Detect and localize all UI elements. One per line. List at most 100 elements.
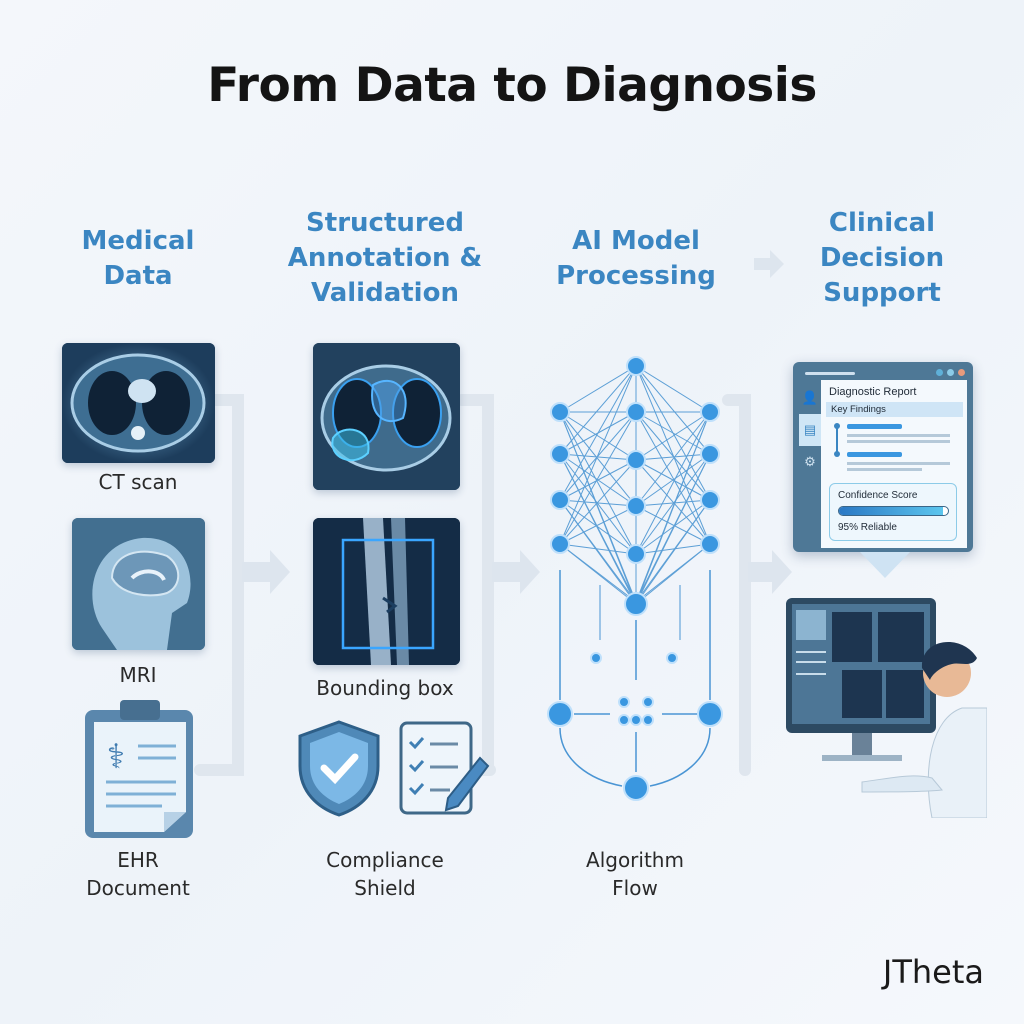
network-edge xyxy=(559,453,637,461)
network-edge xyxy=(635,411,711,507)
confidence-bar-fill xyxy=(839,507,943,515)
header-clinical: Clinical Decision Support xyxy=(782,206,982,311)
network-edge xyxy=(559,499,637,555)
header-line: Processing xyxy=(556,261,716,291)
network-edge xyxy=(559,505,637,545)
callout-pointer xyxy=(860,552,910,578)
network-edge xyxy=(635,453,711,605)
network-edge xyxy=(559,499,637,605)
header-line: Data xyxy=(103,261,173,291)
window-controls xyxy=(936,369,965,376)
network-edge xyxy=(559,365,637,545)
arrow-right-icon xyxy=(754,250,784,278)
label-line: Document xyxy=(86,876,190,900)
algorithm-label: Algorithm Flow xyxy=(540,846,730,902)
network-node xyxy=(547,701,573,727)
mri-label: MRI xyxy=(119,663,157,687)
network-edge xyxy=(559,411,637,461)
network-node xyxy=(700,490,720,510)
ehr-label: EHR Document xyxy=(48,846,228,902)
gear-icon[interactable]: ⚙ xyxy=(804,454,816,469)
confidence-text: 95% Reliable xyxy=(838,522,897,533)
report-title: Diagnostic Report xyxy=(829,386,917,398)
key-findings-section[interactable]: Key Findings xyxy=(826,402,963,417)
bounding-box-image xyxy=(313,518,460,665)
network-edge xyxy=(635,499,711,605)
network-edge xyxy=(635,365,711,545)
network-edge xyxy=(559,543,637,555)
network-node xyxy=(623,775,649,801)
confidence-label: Confidence Score xyxy=(838,490,918,501)
network-edge xyxy=(559,411,637,605)
confidence-card: Confidence Score 95% Reliable xyxy=(829,483,957,541)
svg-text:⚕: ⚕ xyxy=(107,738,125,776)
report-body: Diagnostic Report Key Findings Confidenc… xyxy=(821,380,967,548)
neural-network-diagram xyxy=(547,356,723,801)
label-line: EHR xyxy=(117,848,159,872)
network-edge xyxy=(559,411,637,501)
compliance-label: Compliance Shield xyxy=(290,846,480,902)
network-edge xyxy=(635,411,711,501)
window-dot[interactable] xyxy=(947,369,954,376)
network-node xyxy=(626,544,646,564)
label-line: Compliance xyxy=(326,848,444,872)
window-close[interactable] xyxy=(958,369,965,376)
network-edge xyxy=(559,411,637,507)
network-edge xyxy=(559,459,637,501)
network-edge xyxy=(635,453,711,507)
network-node xyxy=(618,696,630,708)
network-edge xyxy=(559,411,637,555)
header-line: Structured xyxy=(306,208,464,238)
network-edge xyxy=(635,453,711,555)
arrow-right-icon xyxy=(748,550,792,594)
header-line: Decision xyxy=(819,243,945,273)
network-node xyxy=(590,652,602,664)
label-line: Flow xyxy=(612,876,658,900)
network-edge xyxy=(635,543,711,555)
network-edge xyxy=(635,411,711,461)
page-title: From Data to Diagnosis xyxy=(207,58,817,113)
user-icon[interactable]: 👤 xyxy=(801,390,819,405)
network-edge xyxy=(559,459,637,545)
annotated-ct-image xyxy=(313,343,460,490)
arrow-right-icon xyxy=(492,550,540,594)
network-edge xyxy=(559,365,637,413)
label-line: Algorithm xyxy=(586,848,684,872)
network-node xyxy=(618,714,630,726)
window-titlebar xyxy=(805,372,855,375)
sidebar: 👤 ▤ ⚙ xyxy=(799,382,821,547)
header-line: Clinical xyxy=(828,208,936,238)
network-edge xyxy=(635,411,711,555)
header-line: AI Model xyxy=(572,226,700,256)
network-node xyxy=(626,402,646,422)
report-icon[interactable]: ▤ xyxy=(799,414,821,446)
network-node xyxy=(700,444,720,464)
network-node xyxy=(626,496,646,516)
network-edge xyxy=(635,411,711,605)
network-node xyxy=(630,714,642,726)
network-edge xyxy=(559,499,637,507)
network-edge xyxy=(635,365,711,413)
doctor-workstation-illustration xyxy=(786,598,987,818)
network-node xyxy=(697,701,723,727)
arrow-right-icon xyxy=(242,550,290,594)
network-node xyxy=(624,592,648,616)
network-node xyxy=(550,402,570,422)
network-node xyxy=(642,696,654,708)
label-line: Shield xyxy=(354,876,416,900)
network-node xyxy=(550,490,570,510)
mri-image xyxy=(72,518,205,650)
network-edge xyxy=(559,543,637,605)
network-node xyxy=(550,444,570,464)
network-edge xyxy=(635,365,711,455)
ct-scan-image xyxy=(62,343,215,463)
network-node xyxy=(642,714,654,726)
network-node xyxy=(666,652,678,664)
network-edge xyxy=(559,411,637,545)
window-dot[interactable] xyxy=(936,369,943,376)
header-ai-model: AI Model Processing xyxy=(536,224,736,294)
diagnostic-report-window: 👤 ▤ ⚙ Diagnostic Report Key Findings Con… xyxy=(793,362,973,552)
network-edge xyxy=(559,411,637,455)
network-node xyxy=(626,356,646,376)
